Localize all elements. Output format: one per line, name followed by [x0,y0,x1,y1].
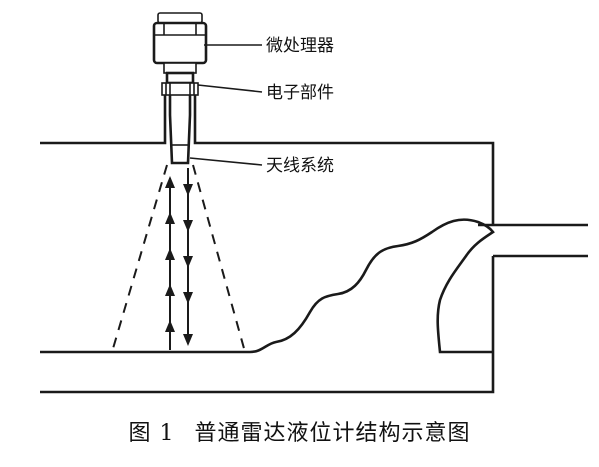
emitted-wave-arrows [183,168,193,346]
liquid-inflow-curve [249,218,495,354]
microprocessor-housing [152,12,208,65]
figure-caption: 图 1 普通雷达液位计结构示意图 [0,415,599,447]
antenna-horn [168,95,192,165]
reflected-wave-arrows [165,176,175,350]
tank-right-wall-lower [40,256,495,394]
electronics-section [161,62,199,96]
label-microprocessor: 微处理器 [266,36,334,56]
label-antenna: 天线系统 [266,156,334,176]
beam-right-edge [192,164,246,353]
beam-left-edge [111,164,168,353]
figure-number: 图 1 [128,421,175,446]
label-electronics: 电子部件 [266,83,334,103]
figure-title: 普通雷达液位计结构示意图 [194,421,471,446]
leader-electronics [197,84,263,93]
leader-antenna [189,157,263,166]
